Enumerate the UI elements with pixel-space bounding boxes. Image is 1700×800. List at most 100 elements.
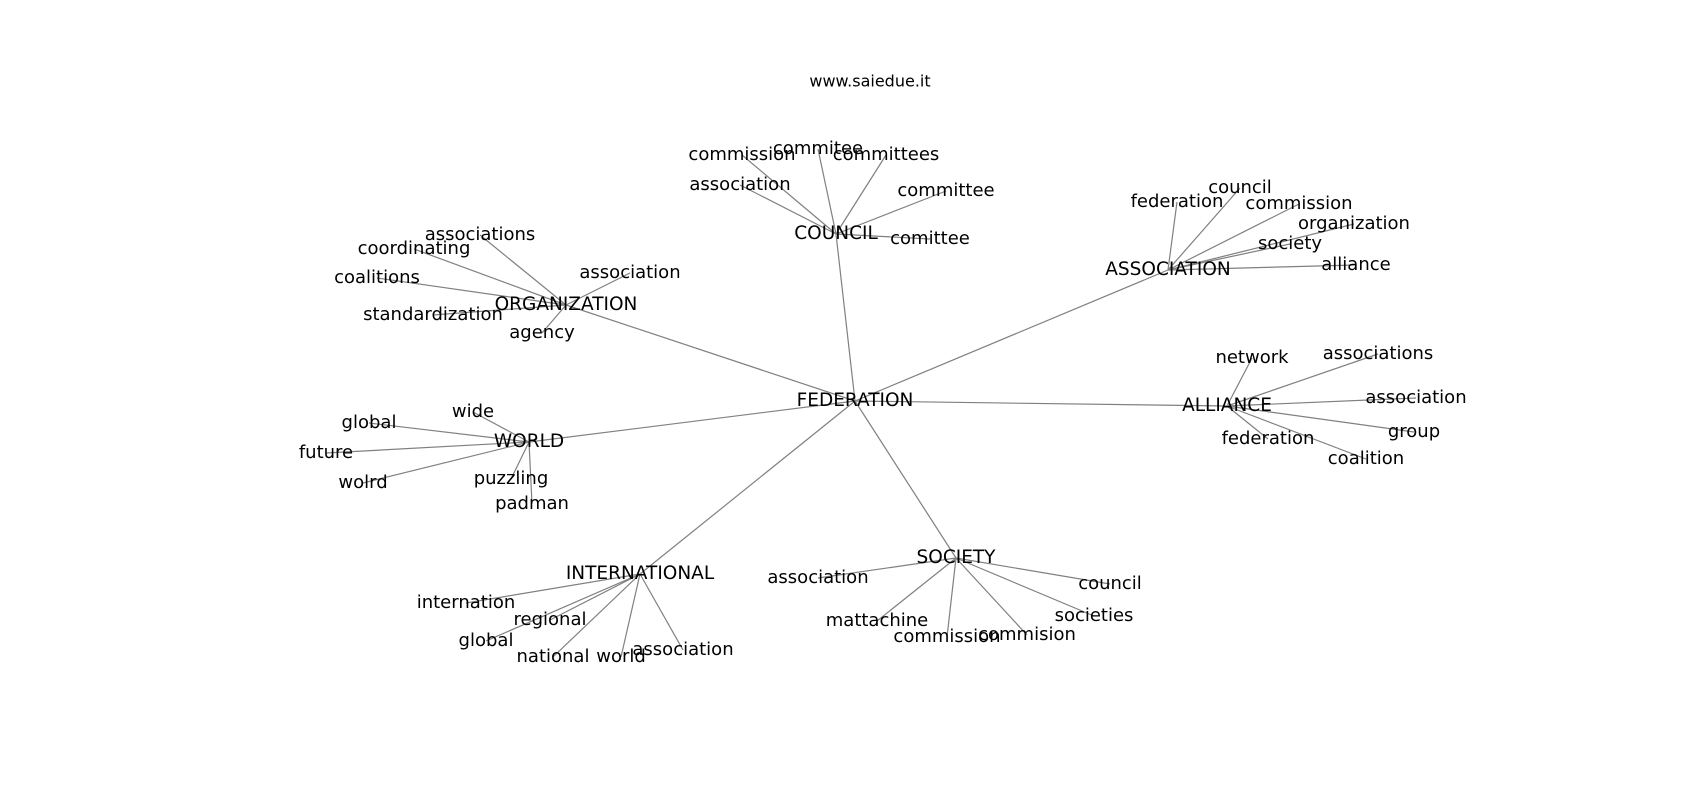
edge-world-padman: [528, 441, 533, 505]
node-association-organization: organization: [1298, 213, 1410, 234]
graph-labels: www.saiedue.it FEDERATION COUNCIL commissi…: [299, 72, 1467, 668]
edge-world-global: [368, 422, 530, 443]
node-association-alliance: alliance: [1321, 254, 1390, 275]
edge-society-council: [955, 557, 1111, 585]
edge-international-world: [620, 573, 641, 658]
node-organization: ORGANIZATION: [495, 294, 638, 315]
edge-federation-organization: [565, 304, 856, 402]
edge-society-societies: [955, 557, 1095, 617]
node-organization-association: association: [579, 262, 680, 283]
node-council-committee: committee: [897, 180, 994, 201]
node-society-council: council: [1078, 573, 1142, 594]
edge-federation-council: [835, 233, 856, 402]
edge-organization-agency: [541, 304, 567, 334]
node-alliance: ALLIANCE: [1182, 395, 1272, 416]
node-organization-coordinating: coordinating: [358, 238, 471, 259]
node-society-commission: commission: [893, 626, 1000, 647]
edge-society-mattachine: [876, 557, 957, 622]
edge-council-committee: [835, 190, 947, 235]
node-alliance-federation: federation: [1222, 428, 1315, 449]
node-society-association: association: [767, 567, 868, 588]
node-international-global: global: [459, 630, 514, 651]
node-world-wolrd: wolrd: [338, 472, 387, 493]
edge-association-council: [1167, 187, 1241, 271]
node-organization-agency: agency: [509, 322, 575, 343]
node-international-world: world: [596, 646, 646, 667]
node-society-mattachine: mattachine: [826, 610, 929, 631]
edge-international-association: [639, 573, 684, 651]
node-world-global: global: [342, 412, 397, 433]
node-association-commission: commission: [1245, 193, 1352, 214]
node-society: SOCIETY: [917, 547, 997, 568]
edge-international-internation: [465, 573, 641, 604]
edge-association-society: [1167, 243, 1291, 271]
node-international-regional: regional: [514, 609, 587, 630]
edge-council-commitee: [817, 148, 837, 235]
node-association-federation: federation: [1131, 191, 1224, 212]
edge-world-future: [325, 441, 530, 454]
edge-organization-associations: [479, 234, 567, 306]
edge-world-puzzling: [510, 441, 530, 480]
node-council-comittee: comittee: [890, 228, 970, 249]
edge-alliance-associations: [1226, 353, 1379, 407]
node-alliance-coalition: coalition: [1328, 448, 1404, 469]
edge-organization-coalitions: [376, 277, 567, 306]
node-international-internation: internation: [417, 592, 516, 613]
edge-organization-association: [565, 272, 631, 306]
edge-international-national: [552, 573, 641, 658]
node-organization-associations: associations: [425, 224, 536, 245]
edge-federation-society: [854, 400, 957, 559]
edge-world-wide: [472, 411, 530, 443]
edge-society-association: [817, 557, 957, 579]
node-society-societies: societies: [1055, 605, 1134, 626]
node-world-padman: padman: [495, 493, 569, 514]
edge-alliance-federation: [1226, 405, 1269, 440]
node-council-commission: commission: [688, 144, 795, 165]
edge-international-global: [485, 573, 641, 642]
edge-council-commission: [741, 154, 837, 235]
node-alliance-associations: associations: [1323, 343, 1434, 364]
node-world-puzzling: puzzling: [474, 468, 549, 489]
edge-alliance-association: [1226, 397, 1417, 407]
edge-association-commission: [1167, 203, 1300, 271]
edge-federation-world: [528, 400, 856, 443]
node-alliance-group: group: [1388, 421, 1440, 442]
edge-federation-alliance: [854, 400, 1228, 407]
edge-council-comittee: [835, 233, 931, 240]
edge-association-organization: [1167, 223, 1355, 271]
node-organization-standardization: standardization: [363, 304, 503, 325]
edge-alliance-network: [1226, 357, 1253, 407]
node-international: INTERNATIONAL: [566, 563, 715, 584]
node-alliance-association: association: [1365, 387, 1466, 408]
node-organization-coalitions: coalitions: [334, 267, 420, 288]
edge-council-association: [739, 184, 837, 235]
edge-society-commission: [946, 557, 957, 638]
edge-international-regional: [549, 573, 641, 621]
node-council-association: association: [689, 174, 790, 195]
edge-organization-standardization: [432, 304, 567, 316]
node-federation: FEDERATION: [797, 390, 914, 411]
edge-federation-international: [639, 400, 856, 575]
node-association: ASSOCIATION: [1105, 259, 1230, 280]
credit-text: www.saiedue.it: [809, 72, 930, 91]
edge-world-wolrd: [362, 441, 530, 484]
graph-edges: [325, 148, 1417, 658]
node-council: COUNCIL: [794, 223, 878, 244]
node-world-future: future: [299, 442, 353, 463]
node-council-committees: committees: [833, 144, 940, 165]
node-international-association: association: [632, 639, 733, 660]
edge-federation-association: [854, 269, 1169, 402]
node-council-commitee: commitee: [773, 138, 863, 159]
edge-society-commision: [955, 557, 1028, 636]
node-world-wide: wide: [452, 401, 494, 422]
node-association-society: society: [1258, 233, 1322, 254]
edge-alliance-coalition: [1226, 405, 1367, 460]
edge-council-committees: [835, 154, 887, 235]
node-society-commision: commision: [978, 624, 1076, 645]
node-international-national: national: [517, 646, 590, 667]
edge-alliance-group: [1226, 405, 1415, 433]
edge-association-federation: [1167, 201, 1178, 271]
node-alliance-network: network: [1215, 347, 1289, 368]
edge-association-alliance: [1167, 264, 1357, 271]
